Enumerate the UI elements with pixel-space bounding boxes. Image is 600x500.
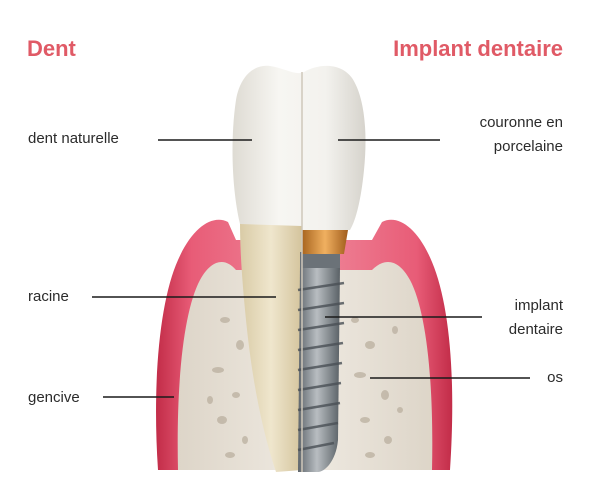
- label-crown-line1: couronne en: [479, 114, 563, 131]
- label-crown-line2: porcelaine: [493, 138, 563, 155]
- label-root: racine: [28, 288, 69, 305]
- label-bone: os: [547, 369, 563, 386]
- label-gum: gencive: [28, 389, 80, 406]
- implant-screw: [297, 252, 345, 472]
- bone-pores: [207, 307, 403, 458]
- label-implant: implant dentaire: [509, 294, 563, 342]
- natural-root-shape: [240, 222, 302, 472]
- heading-implant: Implant dentaire: [393, 36, 563, 61]
- crown-shape: [232, 65, 366, 231]
- label-natural-tooth: dent naturelle: [28, 130, 119, 147]
- heading-tooth: Dent: [27, 36, 76, 61]
- abutment-shape: [302, 230, 348, 254]
- label-implant-line2: dentaire: [508, 321, 563, 338]
- label-implant-line1: implant: [514, 297, 563, 314]
- label-crown: couronne en porcelaine: [480, 111, 563, 159]
- leader-lines: [92, 139, 530, 398]
